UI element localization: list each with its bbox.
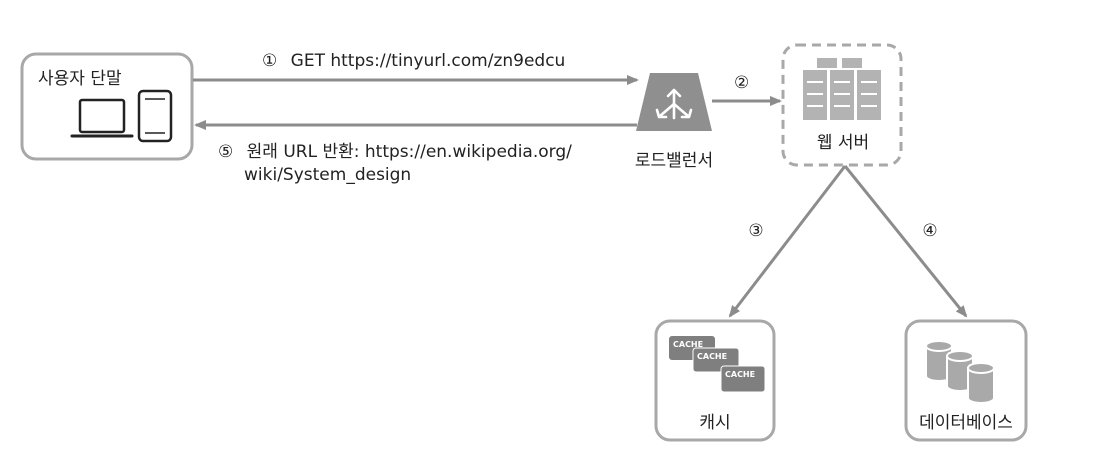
database-node: 데이터베이스 — [904, 319, 1028, 442]
svg-text:CACHE: CACHE — [697, 352, 727, 361]
database-label: 데이터베이스 — [919, 413, 1013, 433]
load-balancer-label: 로드밸런서 — [635, 151, 713, 171]
svg-text:CACHE: CACHE — [673, 340, 703, 349]
step-1-text: GET https://tinyurl.com/zn9edcu — [291, 51, 566, 71]
load-balancer-node: 로드밸런서 — [635, 73, 713, 171]
arrow-to-database — [843, 165, 968, 318]
client-node: 사용자 단말 — [20, 52, 194, 161]
step-3-marker: ③ — [748, 221, 763, 241]
cache-label: 캐시 — [699, 413, 730, 433]
server-rack-icon — [803, 58, 881, 120]
arrow-to-cache — [728, 165, 847, 318]
step-1-label: ① GET https://tinyurl.com/zn9edcu — [262, 51, 565, 71]
step-5-text-line2: wiki/System_design — [244, 165, 411, 185]
web-server-label: 웹 서버 — [817, 133, 869, 153]
cache-chip-3: CACHE — [720, 365, 766, 393]
step-1-marker: ① — [262, 51, 277, 71]
laptop-icon — [70, 98, 134, 138]
step-2-marker: ② — [734, 73, 749, 93]
web-server-node: 웹 서버 — [781, 43, 903, 167]
client-label: 사용자 단말 — [38, 69, 122, 89]
cache-node: CACHE CACHE CACHE 캐시 — [654, 319, 776, 442]
step-5-label: ⑤ 원래 URL 반환: https://en.wikipedia.org/ — [218, 142, 572, 162]
step-5-text-line1: 원래 URL 반환: https://en.wikipedia.org/ — [247, 142, 572, 162]
step-5-marker: ⑤ — [218, 142, 233, 162]
tablet-icon — [137, 89, 173, 143]
database-icon — [925, 340, 995, 404]
svg-text:CACHE: CACHE — [725, 370, 755, 379]
step-4-marker: ④ — [922, 221, 937, 241]
